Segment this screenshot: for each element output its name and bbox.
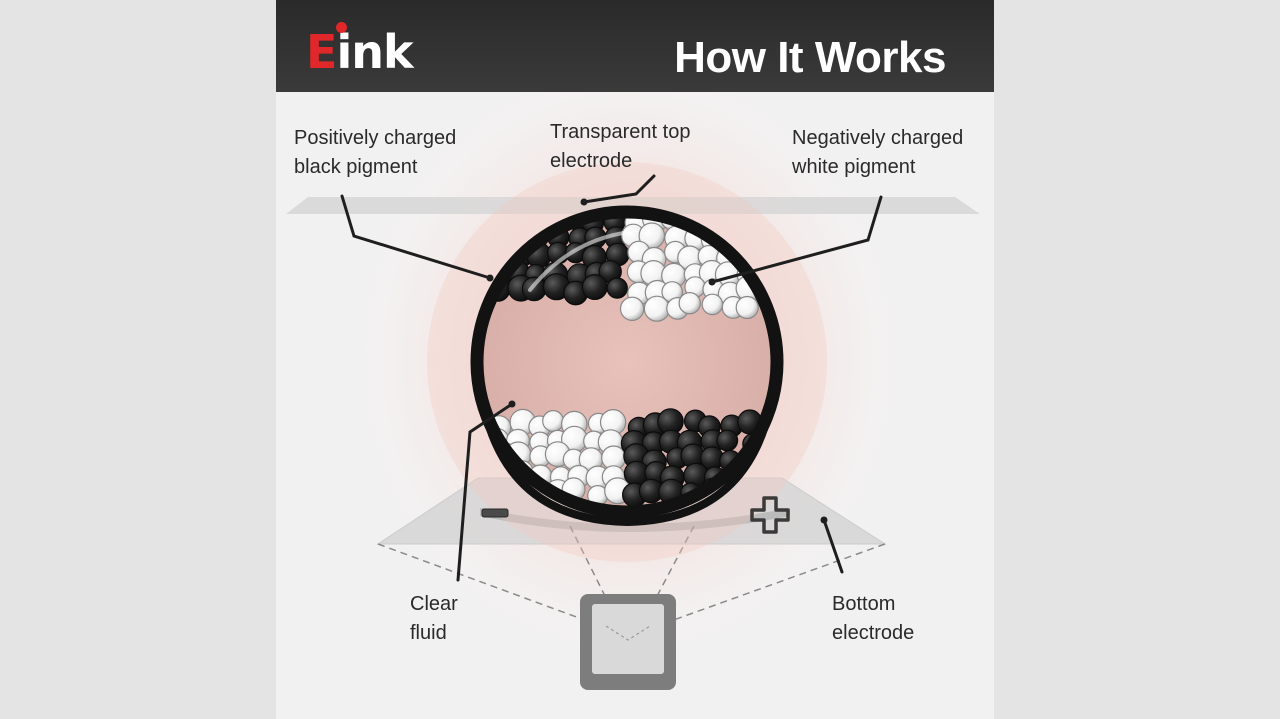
plus-sign-icon [750,496,790,534]
white-pigment-particle [542,410,565,433]
leader-lines [340,174,883,582]
black-pigment-particle [716,429,739,452]
label-line: Clear [410,593,458,615]
label-line: Transparent top [550,121,691,143]
label-line: Positively charged [294,127,457,149]
label-line: electrode [832,622,915,644]
capsule-shell [470,205,784,519]
logo-dot-icon [336,22,347,33]
black-pigment-particle [581,274,608,301]
logo-letter-e: E [306,25,337,79]
label-line: electrode [550,150,633,172]
white-pigment-particle [678,292,701,315]
label-line: white pigment [792,156,916,178]
minus-sign-icon [481,508,509,518]
label-black-pigment: Positively charged black pigment [294,124,456,182]
label-line: black pigment [294,156,418,178]
leader-white-pigment [710,195,883,284]
top-electrode-plane [286,197,980,214]
leader-black-pigment [340,194,492,280]
black-pigment-particle [521,276,547,302]
bottom-electrode-shadow [480,508,790,532]
white-pigment-particle [619,296,645,321]
leader-top-electrode [582,174,656,204]
capsule-shell-bottom [480,407,774,527]
label-top-electrode: Transparent top electrode [550,118,690,176]
label-line: Bottom [832,593,896,615]
leader-dots [486,198,828,524]
white-pigment-particle [643,295,671,322]
leader-bottom-electrode [822,518,844,574]
logo-letters-ink: ink [336,25,413,79]
projection-lines [377,525,886,623]
header-bar: Eink How It Works [276,0,994,92]
page-title: How It Works [674,33,946,82]
white-pigment-particle [735,295,759,320]
label-clear-fluid: Clear fluid [410,590,458,648]
leader-clear-fluid [456,402,514,582]
label-line: fluid [410,622,447,644]
black-pigment-particle [606,277,628,299]
eink-logo: Eink [306,22,414,82]
label-bottom-electrode: Bottom electrode [832,590,914,648]
capsule-highlight [528,230,632,292]
white-pigment-particle [701,293,724,316]
ereader-device-icon [580,594,676,690]
label-line: Negatively charged [792,127,964,149]
label-white-pigment: Negatively charged white pigment [792,124,963,182]
